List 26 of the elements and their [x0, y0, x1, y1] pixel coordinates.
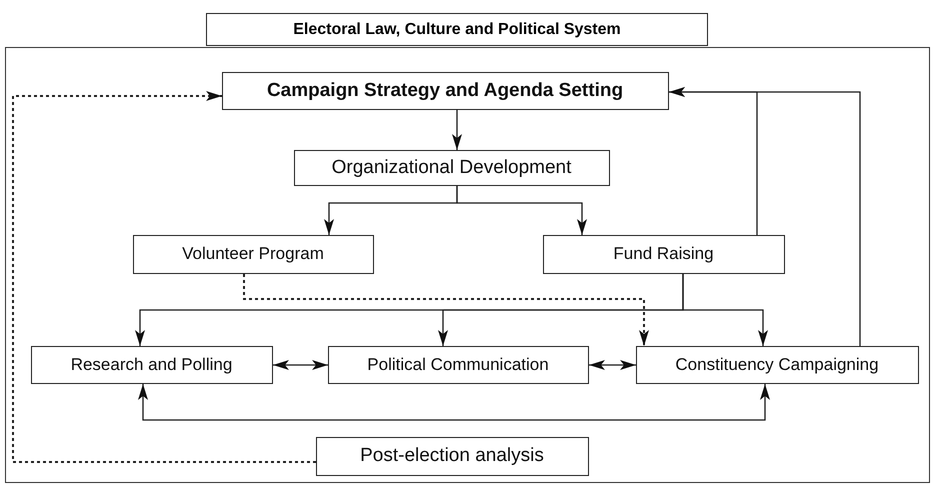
arrow [669, 87, 861, 346]
box-label: Political Communication [367, 354, 549, 374]
box-label: Post-election analysis [360, 445, 544, 467]
box-label: Volunteer Program [182, 244, 324, 264]
box-label: Research and Polling [70, 354, 232, 374]
process-box [132, 234, 374, 274]
arrow [452, 110, 462, 150]
box-label: Constituency Campaigning [675, 354, 879, 374]
process-box [222, 72, 668, 110]
arrow [589, 360, 636, 370]
arrow [273, 360, 328, 370]
process-box [636, 346, 918, 384]
box-label: Organizational Development [332, 156, 572, 178]
arrow [12, 91, 316, 463]
arrow [456, 186, 587, 235]
process-box [328, 346, 588, 384]
process-box [316, 436, 588, 476]
arrow [138, 384, 770, 421]
arrow [682, 274, 768, 346]
arrow [243, 274, 649, 346]
process-box [542, 234, 784, 274]
process-box [30, 346, 272, 384]
process-box [294, 150, 610, 186]
box-label: Campaign Strategy and Agenda Setting [266, 80, 624, 102]
box-label: Fund Raising [613, 244, 714, 264]
frame-heading: Electoral Law, Culture and Political System [206, 13, 708, 46]
